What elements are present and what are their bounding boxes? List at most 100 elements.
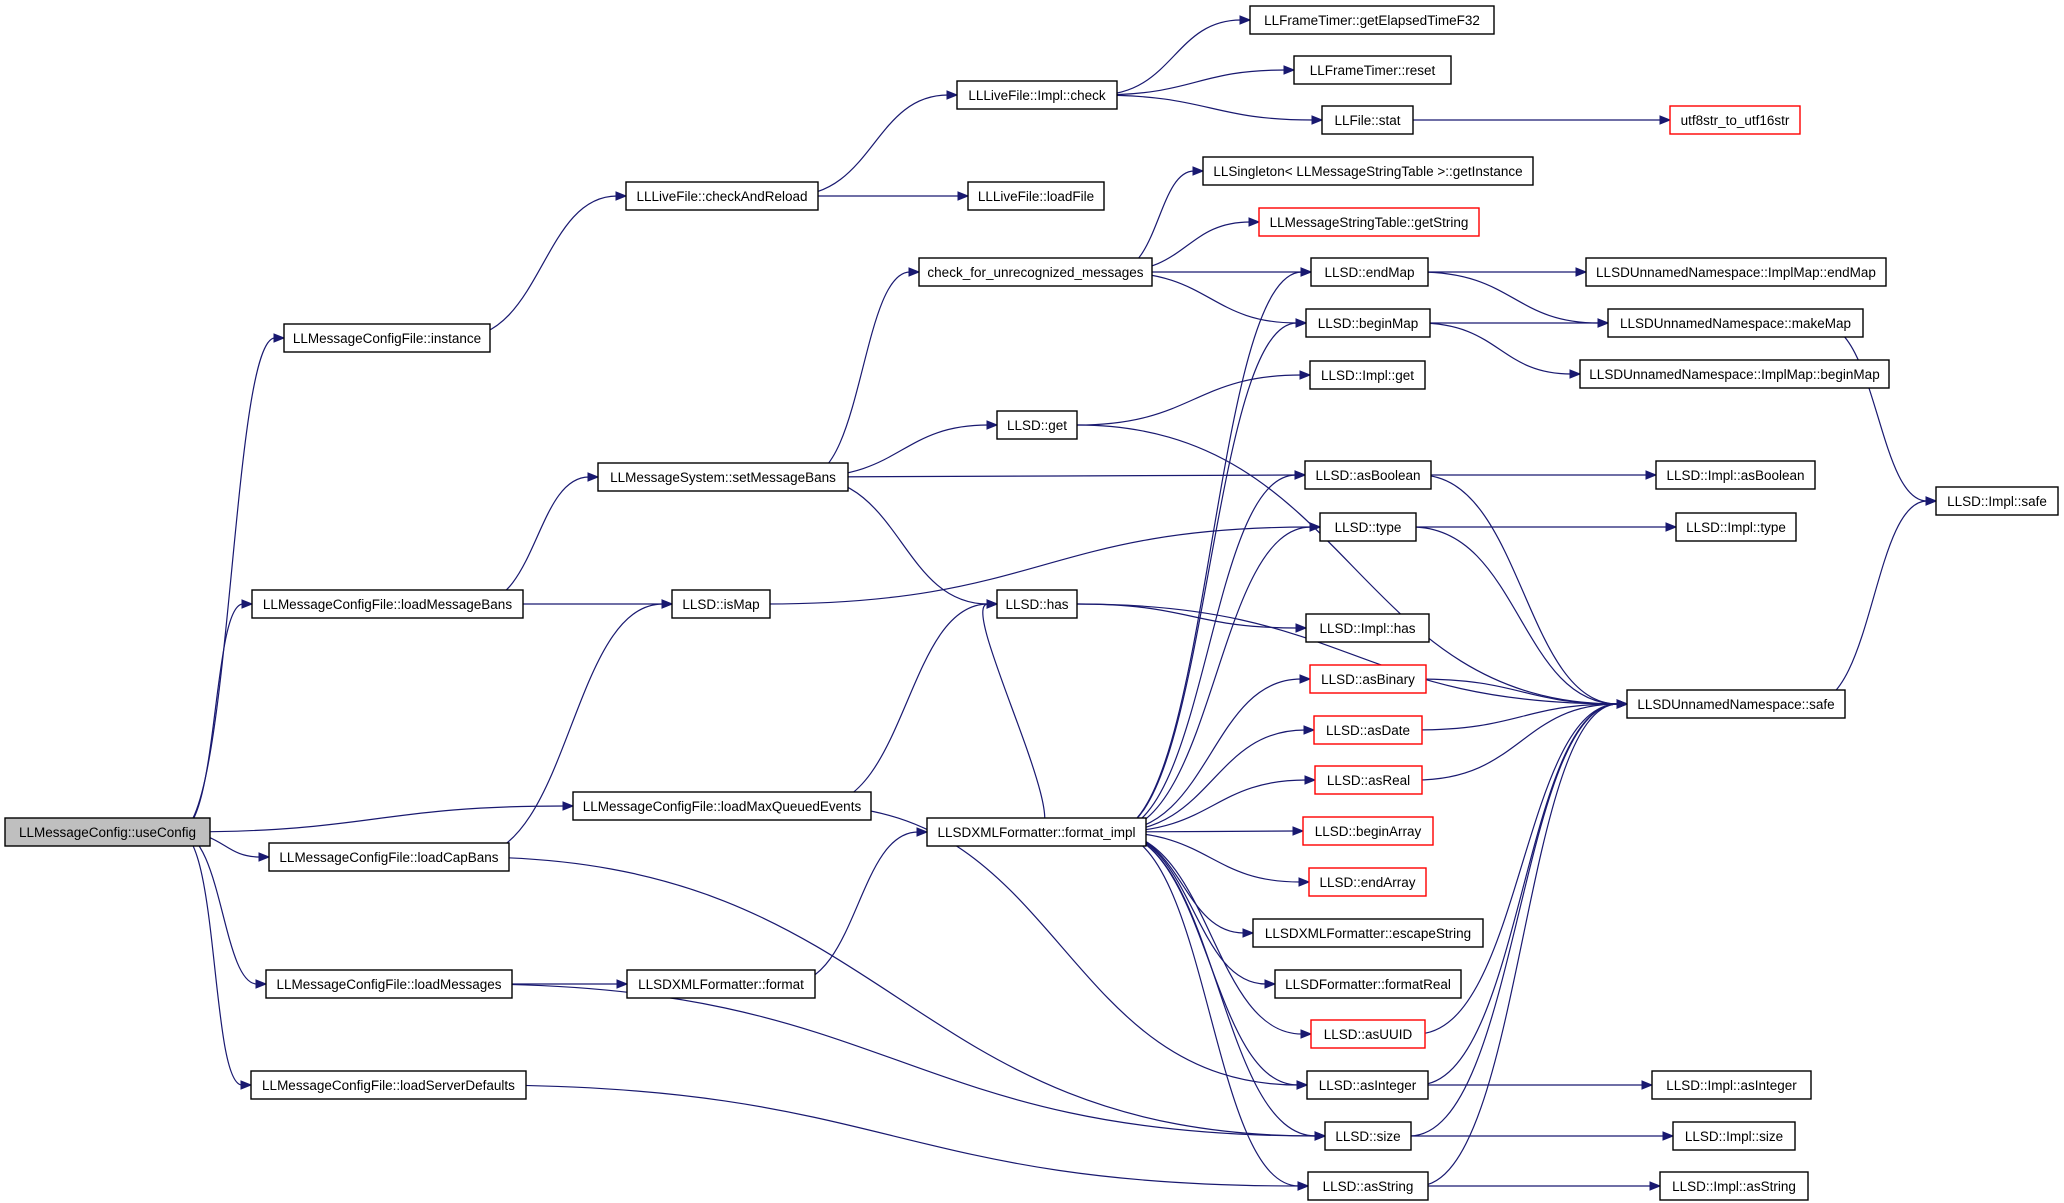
- arrowhead: [1309, 522, 1322, 532]
- arrowhead: [1296, 1080, 1309, 1090]
- arrowhead: [240, 1080, 253, 1090]
- node-formatreal[interactable]: LLSDFormatter::formatReal: [1274, 969, 1462, 999]
- node-box: [1669, 105, 1801, 135]
- edge-formatimpl-to-asinteger: [1111, 831, 1299, 1086]
- node-utf8[interactable]: utf8str_to_utf16str: [1669, 105, 1801, 135]
- node-label: LLSDXMLFormatter::format_impl: [937, 825, 1135, 840]
- edge-type-to-nssafe: [1411, 526, 1619, 705]
- node-ismap[interactable]: LLSD::isMap: [671, 589, 771, 619]
- node-box: [1651, 1070, 1812, 1100]
- node-implasinteger[interactable]: LLSD::Impl::asInteger: [1651, 1070, 1812, 1100]
- node-box: [1675, 512, 1797, 542]
- node-asinteger[interactable]: LLSD::asInteger: [1306, 1070, 1429, 1100]
- node-box: [1258, 207, 1480, 237]
- edge-asstring-to-nssafe: [1417, 703, 1619, 1187]
- node-label: LLFrameTimer::reset: [1310, 63, 1436, 78]
- arrowhead: [1641, 1080, 1654, 1090]
- node-checkandreload[interactable]: LLLiveFile::checkAndReload: [625, 181, 819, 211]
- node-box: [956, 80, 1118, 110]
- node-has[interactable]: LLSD::has: [996, 589, 1078, 619]
- node-box: [996, 589, 1078, 619]
- node-loadfile[interactable]: LLLiveFile::loadFile: [967, 181, 1105, 211]
- node-label: LLMessageConfigFile::loadServerDefaults: [262, 1078, 515, 1093]
- edge-loadcapbans-to-size: [468, 856, 1317, 1137]
- node-setmessagebans[interactable]: LLMessageSystem::setMessageBans: [597, 462, 849, 492]
- edge-checkunrecognized-to-singleton: [1113, 170, 1195, 273]
- node-get[interactable]: LLSD::get: [996, 410, 1078, 440]
- node-label: utf8str_to_utf16str: [1681, 113, 1790, 128]
- node-box: [625, 181, 819, 211]
- node-instance[interactable]: LLMessageConfigFile::instance: [283, 323, 491, 353]
- node-implhas[interactable]: LLSD::Impl::has: [1305, 613, 1430, 643]
- node-loadmessagebans[interactable]: LLMessageConfigFile::loadMessageBans: [251, 589, 524, 619]
- node-asstring[interactable]: LLSD::asString: [1307, 1171, 1429, 1201]
- node-label: LLSD::endMap: [1324, 265, 1414, 280]
- arrowhead: [1248, 217, 1261, 227]
- node-box: [251, 589, 524, 619]
- node-label: LLSD::Impl::has: [1319, 621, 1415, 636]
- node-type[interactable]: LLSD::type: [1319, 512, 1417, 542]
- node-size[interactable]: LLSD::size: [1324, 1121, 1412, 1151]
- node-asbinary[interactable]: LLSD::asBinary: [1309, 664, 1427, 694]
- node-asdate[interactable]: LLSD::asDate: [1313, 715, 1423, 745]
- node-reset[interactable]: LLFrameTimer::reset: [1293, 55, 1452, 85]
- node-label: LLSD::beginArray: [1315, 824, 1422, 839]
- node-impltype[interactable]: LLSD::Impl::type: [1675, 512, 1797, 542]
- arrowhead: [1925, 496, 1938, 506]
- edge-formatimpl-to-has: [982, 603, 1046, 833]
- node-getstring[interactable]: LLMessageStringTable::getString: [1258, 207, 1480, 237]
- arrowhead: [1303, 725, 1316, 735]
- node-formatimpl[interactable]: LLSDXMLFormatter::format_impl: [926, 817, 1147, 847]
- node-checkunrecognized[interactable]: check_for_unrecognized_messages: [918, 257, 1153, 287]
- node-nssafe[interactable]: LLSDUnnamedNamespace::safe: [1626, 689, 1846, 719]
- node-label: LLMessageSystem::setMessageBans: [610, 470, 836, 485]
- node-useconfig[interactable]: LLMessageConfig::useConfig: [4, 817, 211, 847]
- arrowhead: [1665, 522, 1678, 532]
- node-asreal[interactable]: LLSD::asReal: [1314, 765, 1423, 795]
- arrowhead: [1659, 115, 1672, 125]
- edge-asreal-to-nssafe: [1415, 703, 1619, 781]
- node-singleton[interactable]: LLSingleton< LLMessageStringTable >::get…: [1202, 156, 1534, 186]
- node-box: [268, 842, 510, 872]
- node-getelapsed[interactable]: LLFrameTimer::getElapsedTimeF32: [1249, 5, 1495, 35]
- node-implcheck[interactable]: LLLiveFile::Impl::check: [956, 80, 1118, 110]
- node-xmlformat[interactable]: LLSDXMLFormatter::format: [626, 969, 816, 999]
- edge-useconfig-to-instance: [178, 337, 276, 833]
- edge-asinteger-to-nssafe: [1417, 703, 1619, 1086]
- node-escapestring[interactable]: LLSDXMLFormatter::escapeString: [1252, 918, 1484, 948]
- node-beginmap[interactable]: LLSD::beginMap: [1305, 308, 1431, 338]
- node-box: [1579, 359, 1890, 389]
- node-implmapendmap[interactable]: LLSDUnnamedNamespace::ImplMap::endMap: [1585, 257, 1887, 287]
- node-label: LLMessageConfigFile::loadMaxQueuedEvents: [583, 799, 862, 814]
- node-box: [1321, 105, 1414, 135]
- edge-asboolean-to-nssafe: [1419, 474, 1619, 705]
- node-stat[interactable]: LLFile::stat: [1321, 105, 1414, 135]
- arrowhead: [616, 979, 629, 989]
- edge-loadserverdefaults-to-asstring: [477, 1084, 1300, 1187]
- node-loadcapbans[interactable]: LLMessageConfigFile::loadCapBans: [268, 842, 510, 872]
- node-implasstring[interactable]: LLSD::Impl::asString: [1659, 1171, 1809, 1201]
- node-loadmessages[interactable]: LLMessageConfigFile::loadMessages: [265, 969, 513, 999]
- edge-makemap-to-implsafe: [1819, 322, 1928, 502]
- node-implsafe[interactable]: LLSD::Impl::safe: [1935, 486, 2059, 516]
- node-makemap[interactable]: LLSDUnnamedNamespace::makeMap: [1607, 308, 1864, 338]
- arrowhead: [1645, 470, 1658, 480]
- arrowhead: [1649, 1181, 1662, 1191]
- node-endmap[interactable]: LLSD::endMap: [1310, 257, 1429, 287]
- node-asuuid[interactable]: LLSD::asUUID: [1310, 1019, 1426, 1049]
- edge-instance-to-checkandreload: [458, 195, 618, 339]
- node-box: [1274, 969, 1462, 999]
- node-implsize[interactable]: LLSD::Impl::size: [1672, 1121, 1796, 1151]
- arrowhead: [1298, 877, 1311, 887]
- node-label: LLSD::has: [1005, 597, 1068, 612]
- node-loadserverdefaults[interactable]: LLMessageConfigFile::loadServerDefaults: [250, 1070, 527, 1100]
- node-loadmaxqueuedevents[interactable]: LLMessageConfigFile::loadMaxQueuedEvents: [572, 791, 872, 821]
- call-nodes: LLMessageConfig::useConfigLLMessageConfi…: [4, 5, 2059, 1201]
- node-beginarray[interactable]: LLSD::beginArray: [1302, 816, 1434, 846]
- node-endarray[interactable]: LLSD::endArray: [1308, 867, 1427, 897]
- node-label: LLFile::stat: [1334, 113, 1400, 128]
- node-implget[interactable]: LLSD::Impl::get: [1309, 360, 1426, 390]
- node-asboolean[interactable]: LLSD::asBoolean: [1304, 460, 1432, 490]
- node-implasboolean[interactable]: LLSD::Impl::asBoolean: [1655, 460, 1816, 490]
- node-implmapbeginmap[interactable]: LLSDUnnamedNamespace::ImplMap::beginMap: [1579, 359, 1890, 389]
